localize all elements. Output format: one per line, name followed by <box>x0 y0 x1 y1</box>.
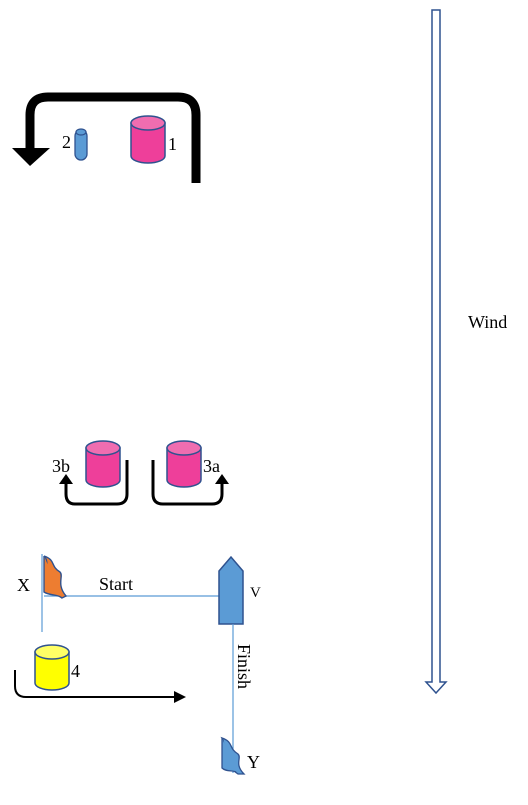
mark-3b-label: 3b <box>52 456 70 476</box>
mark-1-label: 1 <box>168 134 177 154</box>
rounding-arrow-3b-icon <box>59 460 129 506</box>
flag-x-icon <box>43 555 68 599</box>
finish-label: Finish <box>234 644 254 689</box>
boat-v-label: V <box>250 585 261 601</box>
mark-4-cylinder-icon <box>34 644 70 691</box>
mark-3a-cylinder-icon <box>166 440 202 488</box>
mark-3a-label: 3a <box>203 456 220 476</box>
flag-y-icon <box>220 736 246 775</box>
rounding-arrow-top-icon <box>12 92 201 183</box>
mark-2-label: 2 <box>62 132 71 152</box>
rounding-arrow-3a-icon <box>151 460 229 506</box>
mark-4-label: 4 <box>71 661 80 681</box>
flag-y-label: Y <box>247 752 260 772</box>
mark-2-cylinder-icon <box>74 128 88 161</box>
wind-label: Wind <box>468 312 507 332</box>
passing-arrow-4-icon <box>14 670 186 703</box>
wind-arrow-icon <box>424 9 448 695</box>
committee-boat-v-icon <box>218 555 244 625</box>
flag-x-label: X <box>17 575 30 595</box>
mark-3b-cylinder-icon <box>85 440 121 488</box>
start-label: Start <box>99 574 133 594</box>
mark-1-cylinder-icon <box>130 115 166 164</box>
